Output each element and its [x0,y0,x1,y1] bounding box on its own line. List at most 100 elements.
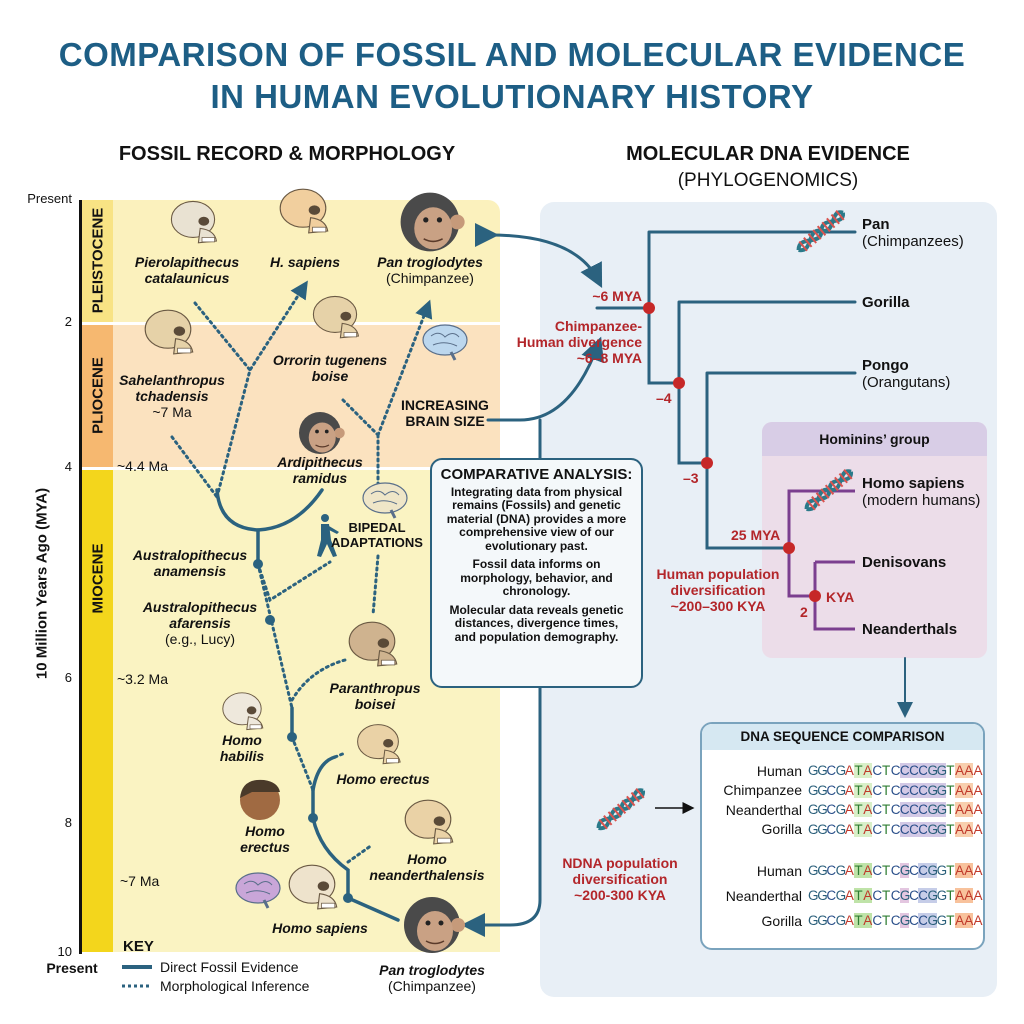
skull-icon [312,295,360,339]
sequence-species: Human [756,762,802,779]
skull-icon [279,188,329,234]
sequence-row: NeanderthalGGCGATACTCCCCGGTAAATC [702,800,983,819]
dna-helix-icon [596,788,645,831]
link-arrow [474,222,603,289]
brain-icon [362,482,408,519]
sequence-row: HumanGGCGATACTCGCCGGTAAATC [702,861,983,880]
link-arrow [461,418,542,937]
key-dotted-label: Morphological Inference [160,978,310,994]
hominin-branches [787,489,855,631]
molecular-heading: MOLECULAR DNA EVIDENCE [626,143,910,165]
dna-helix-icon [796,210,845,253]
sequence-row: Neanderthal GGCGATACTCGCCGGTAAATC [702,886,983,905]
node-label: ~6 MYA [592,288,642,304]
species-label: H. sapiens [269,254,341,270]
brain-icon [235,872,281,909]
node-label: –3 [683,470,699,486]
chimpanzee-head-icon [404,897,465,953]
tick-8: 8 [64,815,72,830]
species-label: Homo sapiens [272,920,368,936]
hominins-group-label: Hominins’ group [762,422,987,456]
miocene-strip [82,470,113,952]
dna-helix-icon [804,469,853,512]
sequence-row: Human GGCGATACTCCCCGGTAAATC [702,761,983,780]
sequence-row: Gorilla GGCGATACTCGCCGGTAAATC [702,911,983,930]
taxon-pan: Pan(Chimpanzees) [862,216,964,250]
tick-6: 6 [64,670,72,685]
age-label: ~7 Ma [120,873,160,889]
walking-figure-icon [317,514,339,557]
analysis-paragraph: Fossil data informs on morphology, behav… [460,557,613,598]
species-label: Homo erectus [336,771,430,787]
taxon-denisovans: Denisovans [862,554,947,571]
sequence-string: GGCGATACTCCCCGGTAAATC [808,782,983,798]
sequence-species: Human [756,862,802,879]
hominins-group-box: Hominins’ group [762,422,987,658]
taxon-gorilla: Gorilla [862,294,910,311]
chimpanzee-head-icon [400,192,465,252]
species-label: Pan troglodytes(Chimpanzee) [379,962,485,994]
age-label: ~3.2 Ma [117,671,168,687]
time-axis [79,200,82,954]
sequence-string: GGCGATACTCGCCGGTAAATC [808,913,983,928]
analysis-paragraph: Molecular data reveals genetic distances… [449,602,624,644]
sequence-row: GorillaGGCGATACTCCCCGGTAAATC [702,820,983,839]
analysis-title: COMPARATIVE ANALYSIS: [440,466,633,483]
sequence-species: Neanderthal [725,887,802,904]
sequence-species: Gorilla [761,912,802,929]
skull-icon [170,200,218,244]
solid-lineage [311,755,337,792]
title-line-2: IN HUMAN EVOLUTIONARY HISTORY [210,78,814,115]
node-label: –4 [656,390,672,406]
axis-top-label: Present [27,191,72,206]
chimpanzee-head-icon [299,412,345,454]
sequence-species: Chimpanzee [723,782,802,798]
title-line-1: COMPARISON OF FOSSIL AND MOLECULAR EVIDE… [58,36,966,73]
link-arrow [486,336,604,422]
key-solid-label: Direct Fossil Evidence [160,959,299,975]
sequence-species: Gorilla [761,821,802,837]
sequence-string: GGCGATACTCGCCGGTAAATC [808,888,983,903]
pleistocene-strip [82,200,113,322]
age-label: ~4.4 Ma [117,458,168,474]
skull-icon [222,692,264,731]
dna-sequence-title: DNA SEQUENCE COMPARISON [702,724,983,750]
comparative-analysis-box: COMPARATIVE ANALYSIS: Integrating data f… [430,458,643,688]
taxon-pongo: Pongo(Orangutans) [862,357,951,391]
skull-icon [404,799,454,845]
molecular-subheading: (PHYLOGENOMICS) [677,170,859,191]
tick-10: 10 [57,944,72,959]
solid-lineage [215,488,324,532]
sequence-string: GGCGATACTCCCCGGTAAATC [808,763,983,778]
sequence-species: Neanderthal [725,801,802,818]
species-label: Pan troglodytes(Chimpanzee) [377,254,483,286]
skull-icon [348,621,398,667]
brain-icon [422,324,468,361]
taxon-neanderthals: Neanderthals [862,621,958,638]
skull-icon [288,864,338,910]
skull-icon [144,309,194,355]
taxon-homo-sapiens: Homo sapiens(modern humans) [862,475,981,509]
axis-bottom-label: Present [46,960,98,976]
node-6mya [643,302,655,314]
analysis-paragraph: Integrating data from physical remains (… [446,484,627,553]
sequence-row: Chimpanzee GGCGATACTCCCCGGTAAATC [702,781,983,800]
node-label: 2 [800,604,808,620]
fossil-heading: FOSSIL RECORD & MORPHOLOGY [118,143,456,165]
tick-4: 4 [64,459,72,474]
phylogeny-branches [595,230,857,550]
